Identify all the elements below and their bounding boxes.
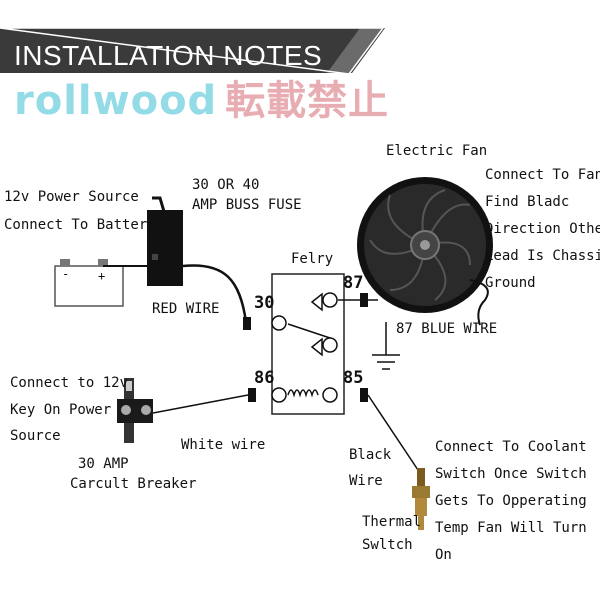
breaker-label-1: 30 AMP: [78, 456, 129, 472]
fan-note-line: Find Bladc: [485, 194, 570, 210]
title-banner: [0, 28, 385, 75]
coolant-note: Connect To Coolant Switch Once Switch Ge…: [435, 434, 587, 569]
battery-minus-label: -: [62, 267, 70, 281]
coolant-note-line: On: [435, 547, 452, 563]
power-source-label-1: 12v Power Source: [4, 189, 139, 205]
key-on-label-1: Connect to 12v: [10, 375, 129, 391]
coolant-note-line: Gets To Opperating: [435, 493, 587, 509]
relay-box: [271, 273, 345, 415]
fan-note: Connect To Fan Find Bladc Direction Othe…: [485, 162, 600, 297]
fan-note-line: Ground: [485, 275, 536, 291]
relay-title: Felry: [291, 251, 334, 267]
thermal-label-2: Swltch: [362, 537, 413, 553]
fan-note-line: Lead Is Chassis: [485, 248, 600, 264]
banner-title: INSTALLATION NOTES: [14, 40, 323, 71]
fuse-label-1: 30 OR 40: [192, 177, 260, 193]
battery-plus-label: +: [98, 269, 106, 283]
black-wire-label-1: Black: [349, 447, 392, 463]
coolant-note-line: Temp Fan Will Turn: [435, 520, 587, 536]
black-wire-label-2: Wire: [349, 473, 383, 489]
fuse-icon: [147, 196, 183, 286]
pin-86-label: 86: [254, 368, 275, 388]
fan-note-line: Connect To Fan: [485, 167, 600, 183]
electric-fan-label: Electric Fan: [386, 143, 488, 159]
battery-icon: [54, 259, 124, 307]
fan-note-line: Direction Other: [485, 221, 600, 237]
circuit-breaker-icon: [117, 378, 153, 443]
pin-30-label: 30: [254, 293, 275, 313]
watermark-latin: rollwood: [14, 78, 218, 124]
blue-wire-label: 87 BLUE WIRE: [396, 321, 498, 337]
watermark-cjk: 転載禁止: [225, 78, 390, 124]
key-on-label-3: Source: [10, 428, 61, 444]
fuse-label-2: AMP BUSS FUSE: [192, 197, 302, 213]
breaker-label-2: Carcult Breaker: [70, 476, 197, 492]
pin-85-label: 85: [343, 368, 364, 388]
key-on-label-2: Key On Power: [10, 402, 112, 418]
coolant-note-line: Connect To Coolant: [435, 439, 587, 455]
electric-fan-icon: [357, 177, 493, 326]
coolant-note-line: Switch Once Switch: [435, 466, 587, 482]
power-source-label-2: Connect To Battery: [4, 217, 156, 233]
white-wire-label: White wire: [181, 437, 266, 453]
thermal-label-1: Thermal: [362, 514, 422, 530]
pin-87-label: 87: [343, 273, 364, 293]
thermal-switch-icon: [412, 468, 430, 530]
red-wire-label: RED WIRE: [152, 301, 220, 317]
